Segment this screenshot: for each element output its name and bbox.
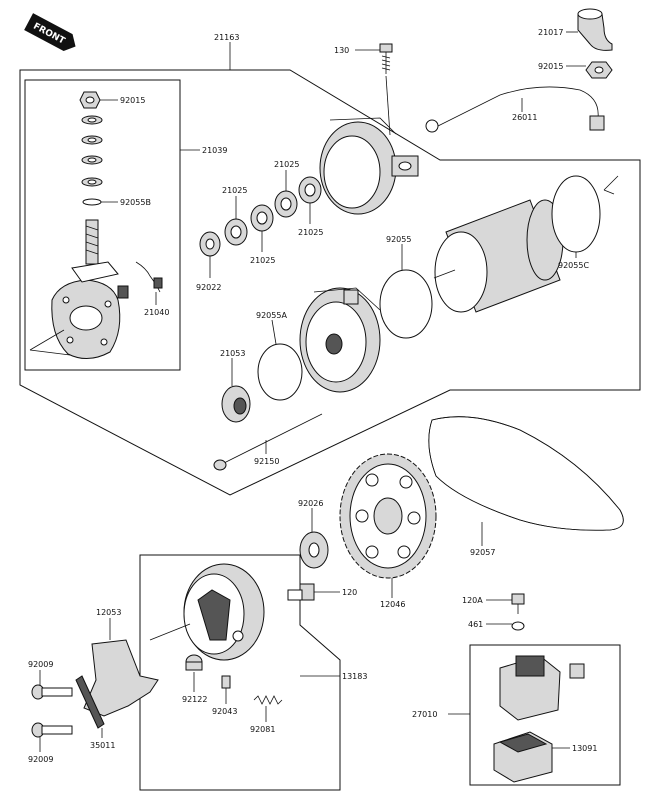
label-21025-c: 21025 [274,160,299,169]
washer-21025-b [250,204,274,232]
brush-spring-21040 [135,261,163,293]
bolt-92009-a [31,684,73,700]
label-92026: 92026 [298,499,323,508]
starter-motor-body [433,199,564,313]
starter-clutch-frame [139,554,341,791]
cable-26011 [425,86,605,133]
roller-92122 [185,654,203,671]
o-ring-92055c [551,175,601,253]
nut-92015-left [79,91,101,109]
label-92009-a: 92009 [28,660,53,669]
label-21025-a: 21025 [222,186,247,195]
washer-21025-c [274,190,298,218]
brush-plate [51,261,129,359]
nut-92015-top [585,61,613,79]
washer-21025-d [298,176,322,204]
label-92055c: 92055C [558,261,589,270]
label-26011: 26011 [512,113,537,122]
label-92055b: 92055B [120,198,151,207]
washer-461 [511,621,525,631]
relay-cover-13091 [493,731,553,783]
bolt-120 [287,583,315,601]
label-92015-top: 92015 [538,62,563,71]
oil-seal-21053 [221,385,251,423]
label-92057: 92057 [470,548,495,557]
brush-holder-subframe [24,79,181,371]
boot-cap-21017 [577,8,613,51]
front-direction-badge: FRONT [24,13,76,51]
label-35011: 35011 [90,741,115,750]
starter-assembly-frame [19,69,641,496]
label-120a: 120A [462,596,483,605]
label-21040: 21040 [144,308,169,317]
drive-chain-92057 [428,416,624,531]
label-21017: 21017 [538,28,563,37]
spring-92081 [253,695,283,705]
label-461: 461 [468,620,483,629]
washer-21025-a [224,218,248,246]
starter-relay-frame [469,644,621,786]
label-92009-b: 92009 [28,755,53,764]
label-92150: 92150 [254,457,279,466]
bolt-92009-b [31,722,73,738]
stay-35011 [75,675,105,729]
label-13183: 13183 [342,672,367,681]
pin-92043 [221,675,231,689]
label-21053: 21053 [220,349,245,358]
washer-92026 [299,531,329,569]
starter-front-cover [299,287,381,393]
label-21025-d: 21025 [298,228,323,237]
washer-92022 [199,231,221,257]
label-130: 130 [334,46,349,55]
o-ring-92055 [379,269,433,339]
through-bolt-92150 [213,413,323,471]
fuse [569,663,585,679]
label-21163: 21163 [214,33,239,42]
label-12046: 12046 [380,600,405,609]
bolt-130 [379,43,393,74]
sprocket-12046 [339,453,437,579]
label-21025-b: 21025 [250,256,275,265]
label-27010: 27010 [412,710,437,719]
label-21039: 21039 [202,146,227,155]
starter-clutch-13183 [183,563,265,661]
washer-stack [81,115,103,187]
o-ring-92055a [257,343,303,401]
bolt-120a [511,593,525,614]
label-12053: 12053 [96,608,121,617]
label-92055a: 92055A [256,311,287,320]
terminal-bolt [85,219,99,265]
starter-rear-cover [319,117,419,215]
starter-relay-27010 [499,655,561,721]
label-13091: 13091 [572,744,597,753]
label-92081: 92081 [250,725,275,734]
o-ring-92055b [82,198,102,206]
label-92022: 92022 [196,283,221,292]
label-92122: 92122 [182,695,207,704]
label-120: 120 [342,588,357,597]
label-92043: 92043 [212,707,237,716]
label-92015-left: 92015 [120,96,145,105]
label-92055: 92055 [386,235,411,244]
